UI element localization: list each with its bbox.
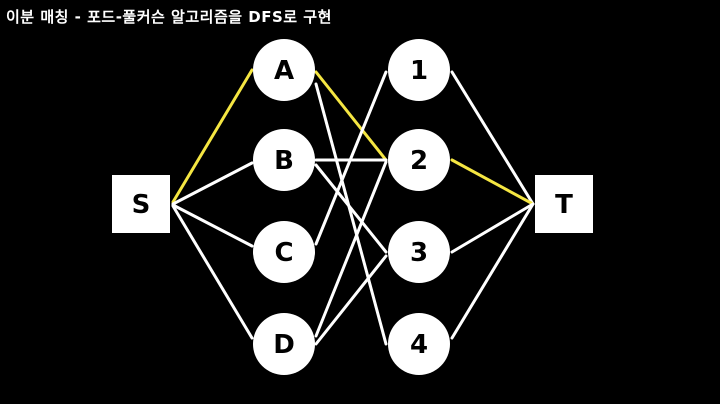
node-2-label: 2 [410, 146, 428, 176]
node-3-shape [388, 221, 450, 283]
edge-A-2-highlighted [314, 70, 388, 162]
node-B-label: B [274, 146, 294, 176]
node-T-shape [535, 175, 593, 233]
node-A: A [253, 39, 315, 101]
node-T-label: T [555, 190, 573, 220]
edge-B-3 [314, 163, 388, 254]
node-1-label: 1 [410, 56, 428, 86]
node-D: D [253, 313, 315, 375]
node-1: 1 [388, 39, 450, 101]
edge-S-D [171, 204, 254, 340]
nodes-layer: S A B C D 1 2 3 4 T [112, 39, 593, 375]
edge-D-3 [314, 254, 388, 346]
node-B-shape [253, 129, 315, 191]
edge-A-4 [314, 82, 388, 346]
edge-S-B [171, 161, 254, 206]
edge-3-T [450, 202, 535, 254]
node-2: 2 [388, 129, 450, 191]
node-4-label: 4 [410, 330, 428, 360]
node-S: S [112, 175, 170, 233]
node-D-shape [253, 313, 315, 375]
node-3: 3 [388, 221, 450, 283]
node-C-shape [253, 221, 315, 283]
node-C-label: C [274, 238, 293, 268]
edge-S-C [171, 203, 254, 248]
node-T: T [535, 175, 593, 233]
edge-C-1 [314, 70, 388, 246]
page-title: 이분 매칭 - 포드-풀커슨 알고리즘을 DFS로 구현 [6, 8, 332, 26]
node-1-shape [388, 39, 450, 101]
edge-2-T-highlighted [450, 158, 535, 206]
edge-4-T [450, 202, 535, 340]
edge-S-A-highlighted [171, 68, 254, 204]
edges-layer [171, 68, 535, 346]
node-2-shape [388, 129, 450, 191]
node-3-label: 3 [410, 238, 428, 268]
node-S-shape [112, 175, 170, 233]
node-A-label: A [274, 56, 294, 86]
node-4: 4 [388, 313, 450, 375]
node-4-shape [388, 313, 450, 375]
edge-D-2 [314, 160, 388, 338]
node-D-label: D [273, 330, 295, 360]
node-A-shape [253, 39, 315, 101]
edge-1-T [450, 70, 535, 206]
node-B: B [253, 129, 315, 191]
node-S-label: S [132, 190, 151, 220]
node-C: C [253, 221, 315, 283]
